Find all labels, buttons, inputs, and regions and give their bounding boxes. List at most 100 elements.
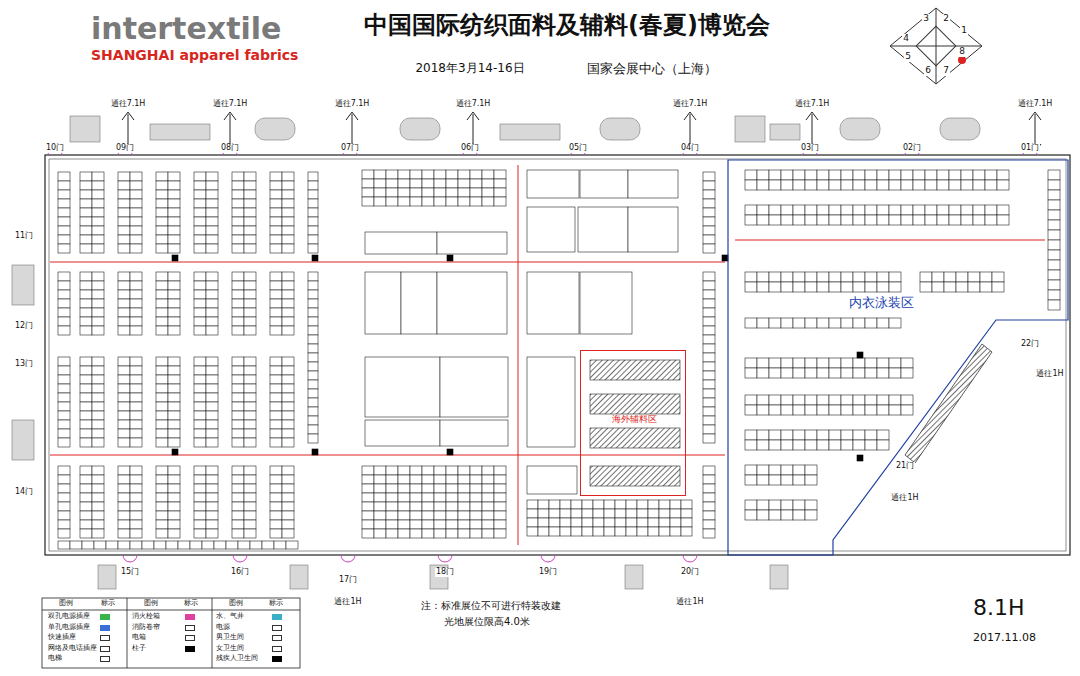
booth [80, 402, 92, 411]
booth [703, 520, 715, 529]
booth [482, 466, 494, 475]
booth [92, 484, 104, 493]
booth [637, 518, 648, 527]
booth [58, 181, 70, 190]
booth [703, 493, 715, 502]
booth [805, 395, 817, 405]
booth [973, 205, 985, 215]
booth [270, 326, 282, 335]
booth [270, 420, 282, 429]
booth [270, 208, 282, 217]
booth [527, 272, 579, 334]
booth [206, 181, 218, 190]
door-symbol [438, 555, 452, 562]
booth [757, 500, 769, 510]
booth [244, 290, 256, 299]
door-symbol [123, 555, 137, 562]
booth [817, 440, 829, 450]
booth [937, 215, 949, 225]
booth [446, 484, 458, 493]
booth [130, 520, 142, 529]
booth [703, 317, 715, 326]
map-label: 21门 [895, 462, 915, 471]
booth [168, 199, 180, 208]
booth [446, 529, 458, 538]
booth [365, 272, 401, 334]
booth [206, 366, 218, 375]
booth [829, 170, 841, 180]
booth [142, 541, 154, 549]
booth [80, 529, 92, 538]
booth [757, 215, 769, 225]
booth [156, 438, 168, 447]
booth [841, 170, 853, 180]
booth [805, 272, 817, 282]
booth [757, 358, 769, 368]
booth [130, 411, 142, 420]
booth [538, 509, 549, 518]
booth [92, 244, 104, 253]
booth [745, 465, 757, 475]
booth [168, 520, 180, 529]
booth [637, 500, 648, 509]
booth [270, 199, 282, 208]
booth [308, 208, 318, 217]
booth [156, 366, 168, 375]
booth [156, 420, 168, 429]
booth [232, 520, 244, 529]
booth [232, 375, 244, 384]
booth [156, 244, 168, 253]
booth [805, 440, 817, 450]
booth [282, 326, 294, 335]
booth [434, 179, 446, 188]
booth [482, 502, 494, 511]
booth [494, 179, 506, 188]
booth [841, 440, 853, 450]
booth [168, 393, 180, 402]
legend-symbol [272, 625, 282, 631]
zone: 海外辅料区 [580, 350, 686, 496]
booth [877, 358, 889, 368]
booth [877, 368, 889, 378]
booth [270, 502, 282, 511]
booth [793, 358, 805, 368]
booth [769, 215, 781, 225]
booth [829, 180, 841, 190]
booth [793, 500, 805, 510]
booth [118, 181, 130, 190]
booth [944, 282, 956, 292]
booth [270, 466, 282, 475]
booth [434, 197, 446, 206]
booth [282, 244, 294, 253]
booth [154, 541, 166, 549]
booth [244, 226, 256, 235]
map-label: 12门 [14, 322, 34, 331]
booth [194, 226, 206, 235]
booth [206, 384, 218, 393]
booth [494, 520, 506, 529]
booth [703, 244, 715, 253]
booth [80, 520, 92, 529]
booth [410, 511, 422, 520]
booth [769, 475, 781, 485]
booth [745, 282, 757, 292]
booth [703, 344, 715, 353]
booth [270, 438, 282, 447]
booth [805, 475, 817, 485]
booth [308, 416, 318, 425]
booth [374, 466, 386, 475]
booth [703, 484, 715, 493]
legend-text: 残疾人卫生间 [216, 655, 258, 663]
booth [374, 520, 386, 529]
booth [270, 290, 282, 299]
booth [670, 509, 681, 518]
booth [130, 208, 142, 217]
booth [232, 493, 244, 502]
booth [781, 215, 793, 225]
booth [1048, 170, 1060, 180]
booth [270, 384, 282, 393]
booth [434, 170, 446, 179]
booth [925, 180, 937, 190]
map-label: 4 [902, 34, 910, 44]
booth [398, 529, 410, 538]
